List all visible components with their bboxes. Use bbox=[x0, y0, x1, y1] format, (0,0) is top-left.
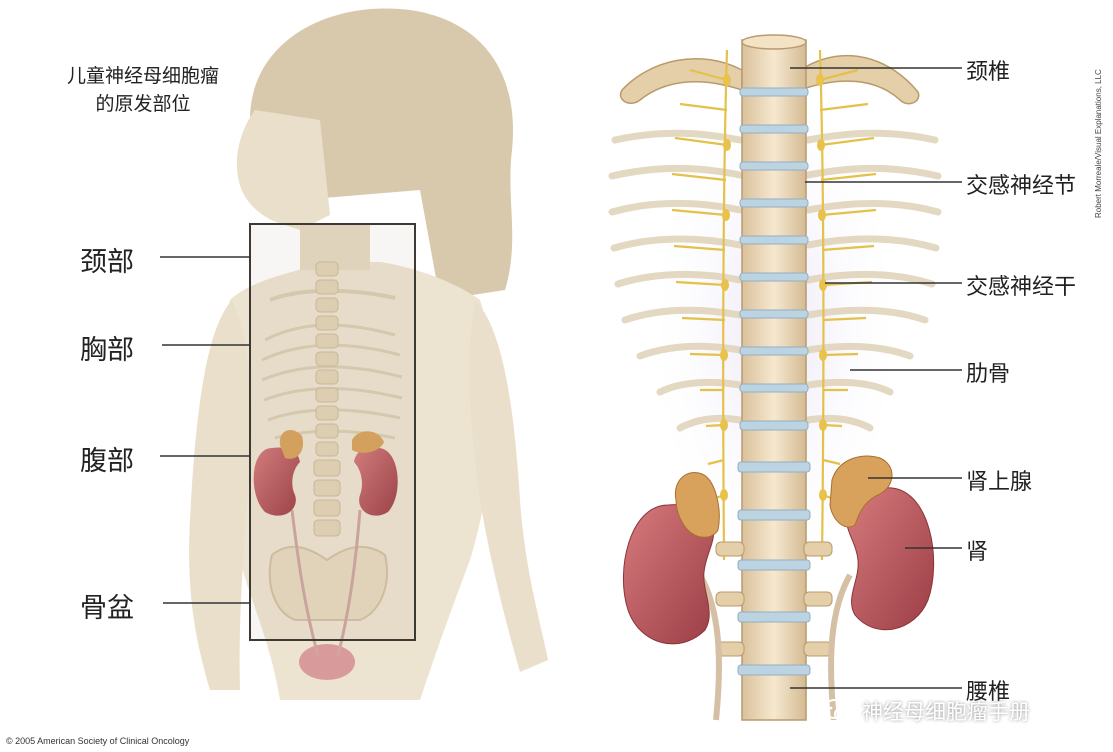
label-rib: 肋骨 bbox=[966, 356, 1010, 388]
wechat-icon bbox=[822, 698, 856, 724]
illustrator-credit: Robert Morreale/Visual Explanations, LLC bbox=[1094, 8, 1106, 218]
label-pelvis: 骨盆 bbox=[80, 586, 134, 625]
label-kidney: 肾 bbox=[966, 534, 988, 566]
label-chest: 胸部 bbox=[80, 328, 134, 367]
primary-site-box bbox=[250, 224, 415, 640]
illustrator-credit-text: Robert Morreale/Visual Explanations, LLC bbox=[1094, 69, 1103, 218]
spine-diagram bbox=[612, 35, 938, 720]
figure-title: 儿童神经母细胞瘤 的原发部位 bbox=[58, 62, 228, 118]
wechat-watermark: 神经母细胞瘤手册 bbox=[822, 694, 1030, 728]
child-bladder bbox=[299, 644, 355, 680]
label-adrenal-gland: 肾上腺 bbox=[966, 464, 1032, 496]
label-sympathetic-ganglion: 交感神经节 bbox=[966, 168, 1076, 200]
copyright-text: © 2005 American Society of Clinical Onco… bbox=[6, 736, 189, 746]
child-left-arm bbox=[189, 300, 252, 690]
child-right-arm bbox=[470, 300, 548, 672]
label-sympathetic-trunk: 交感神经干 bbox=[966, 269, 1076, 301]
figure-title-line-2: 的原发部位 bbox=[58, 90, 228, 118]
figure-title-line-1: 儿童神经母细胞瘤 bbox=[58, 62, 228, 90]
label-cervical-vertebrae: 颈椎 bbox=[966, 54, 1010, 86]
child-face bbox=[237, 110, 330, 230]
label-neck: 颈部 bbox=[80, 240, 134, 279]
vertebra-top bbox=[742, 35, 806, 49]
label-abdomen: 腹部 bbox=[80, 439, 134, 478]
watermark-text: 神经母细胞瘤手册 bbox=[862, 696, 1030, 726]
